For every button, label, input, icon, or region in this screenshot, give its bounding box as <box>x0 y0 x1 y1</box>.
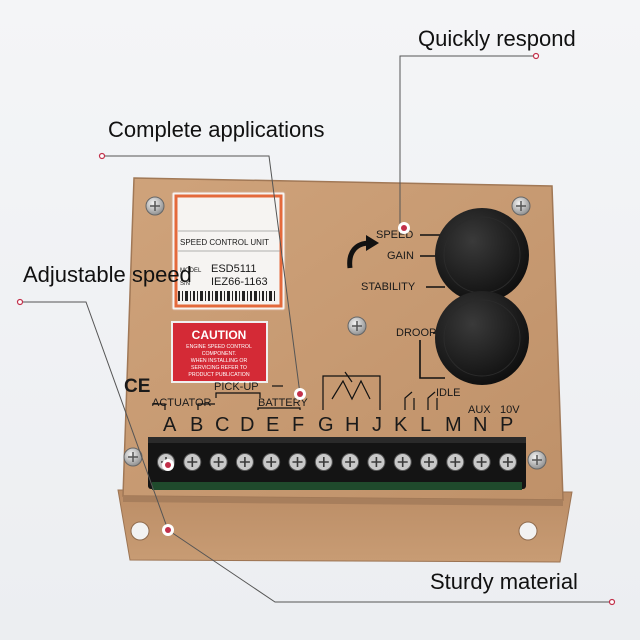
screw-icon <box>347 316 367 336</box>
terminal-block <box>148 437 526 490</box>
gain-label: GAIN <box>387 250 414 262</box>
terminal-letter-a: A <box>163 414 177 436</box>
terminal-screw-c[interactable] <box>209 453 228 471</box>
pick-up-label: PICK-UP <box>214 381 259 393</box>
screw-icon <box>527 450 547 470</box>
terminal-letter-b: B <box>190 414 203 436</box>
actuator-label: ACTUATOR <box>152 397 212 409</box>
terminal-screw-m[interactable] <box>446 453 465 471</box>
battery-label: BATTERY <box>258 397 308 409</box>
terminal-screw-p[interactable] <box>498 453 517 471</box>
mounting-hole-right <box>518 521 538 541</box>
terminal-screw-d[interactable] <box>235 453 254 471</box>
terminal-screw-g[interactable] <box>314 453 333 471</box>
droop-label: DROOP <box>396 327 436 339</box>
callout-sturdy-material: Sturdy material <box>430 569 578 594</box>
barcode <box>178 291 275 301</box>
aux-label: AUX <box>468 404 491 416</box>
terminal-screw-f[interactable] <box>288 453 307 471</box>
droop-idle-knob[interactable] <box>435 291 529 385</box>
callout-quickly-respond: Quickly respond <box>418 26 576 51</box>
terminal-group-brackets <box>152 371 438 410</box>
terminal-letter-l: L <box>420 414 431 436</box>
terminal-screw-k[interactable] <box>393 453 412 471</box>
terminal-letter-h: H <box>345 414 359 436</box>
model-prefix: MODEL <box>180 268 202 274</box>
model-number: ESD5111 <box>211 263 256 275</box>
terminal-letter-c: C <box>215 414 229 436</box>
terminal-letter-g: G <box>318 414 334 436</box>
terminal-letter-p: P <box>500 414 513 436</box>
terminal-letter-n: N <box>473 414 487 436</box>
terminal-screw-h[interactable] <box>341 453 360 471</box>
caution-label: CAUTION ENGINE SPEED CONTROL COMPONENT. … <box>171 321 268 383</box>
terminal-letters: A B C D E F G H J K L M N P <box>163 414 513 436</box>
screw-icon <box>511 196 531 216</box>
serial-number: IEZ66-1163 <box>211 276 268 288</box>
terminal-letter-k: K <box>394 414 408 436</box>
stability-label: STABILITY <box>361 281 416 293</box>
callout-complete-applications: Complete applications <box>108 117 325 142</box>
terminal-screw-l[interactable] <box>420 453 438 471</box>
screw-icon <box>145 196 165 216</box>
serial-prefix: S/N <box>180 281 190 287</box>
housing-edge <box>123 496 563 506</box>
callout-leader-lines <box>20 55 612 603</box>
terminal-letter-d: D <box>240 414 254 436</box>
terminal-screw-n[interactable] <box>472 453 491 471</box>
speed-adjust-knob[interactable] <box>435 208 529 302</box>
caution-line-5: PRODUCT PUBLICATION <box>188 372 249 378</box>
terminal-screw-e[interactable] <box>262 453 281 471</box>
callout-markers <box>16 52 616 606</box>
terminal-letter-f: F <box>292 414 304 436</box>
callout-adjustable-speed: Adjustable speed <box>23 262 192 287</box>
caution-line-4: SERVICING REFER TO <box>191 365 247 371</box>
terminal-screw-b[interactable] <box>183 453 202 471</box>
product-label-card: SPEED CONTROL UNIT MODEL ESD5111 S/N IEZ… <box>171 191 286 311</box>
terminal-letter-m: M <box>445 414 462 436</box>
ce-mark: CE <box>124 376 150 397</box>
terminal-letter-e: E <box>266 414 279 436</box>
caution-line-1: ENGINE SPEED CONTROL <box>186 344 252 350</box>
caution-line-2: COMPONENT. <box>202 351 237 357</box>
arrow-head-icon <box>366 235 379 251</box>
terminal-screw-j[interactable] <box>367 453 386 471</box>
caution-line-3: WHEN INSTALLING OR <box>191 358 248 364</box>
mounting-hole-left <box>130 521 150 541</box>
terminal-letter-j: J <box>372 414 382 436</box>
aux-voltage-label: 10V <box>500 404 520 416</box>
caution-heading: CAUTION <box>192 328 247 342</box>
idle-label: IDLE <box>436 387 460 399</box>
label-title: SPEED CONTROL UNIT <box>180 238 269 247</box>
